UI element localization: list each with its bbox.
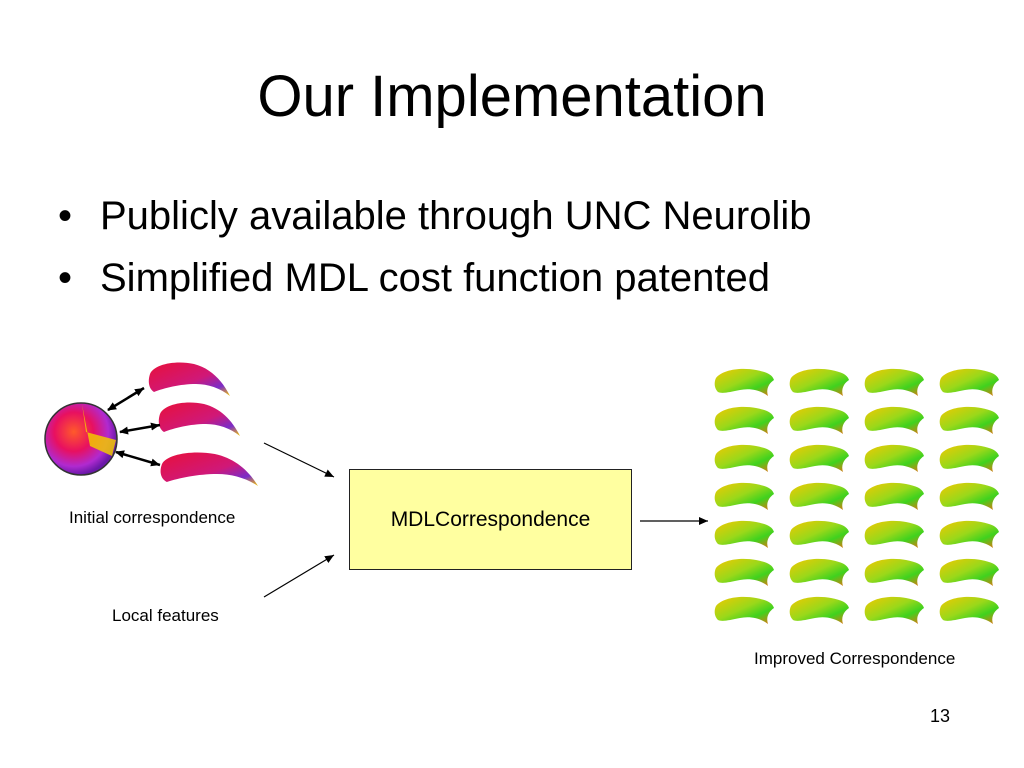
bullet-item: • Publicly available through UNC Neuroli… [58,188,811,250]
output-shape [714,596,774,624]
initial-shape [160,452,258,486]
bullet-glyph: • [58,194,73,238]
output-shape [939,596,999,624]
output-grid [714,368,999,624]
output-shape [939,520,999,548]
output-shape [939,482,999,510]
page-number: 13 [930,706,951,726]
bullet-glyph: • [58,256,73,300]
output-shape [789,596,849,624]
output-shape [714,406,774,434]
output-shape [864,520,924,548]
output-shape [714,520,774,548]
output-shape [939,406,999,434]
output-shape [864,406,924,434]
output-shape [714,368,774,396]
output-shape [864,368,924,396]
improved-correspondence-label: Improved Correspondence [754,649,956,668]
output-shape [789,520,849,548]
initial-shape [158,402,240,436]
output-shape [864,444,924,472]
sphere-highlight [82,404,116,456]
double-arrow [107,386,145,412]
output-shape [939,368,999,396]
sphere-shape [44,402,118,476]
output-shape [864,482,924,510]
output-shape [939,444,999,472]
output-shape [789,482,849,510]
output-shape [789,558,849,586]
bullet-text: Publicly available through UNC Neurolib [100,194,812,238]
output-shape [939,558,999,586]
process-label: MDLCorrespondence [390,507,591,531]
initial-correspondence-label: Initial correspondence [69,508,236,527]
local-features-label: Local features [112,606,219,625]
output-shape [789,406,849,434]
bullet-list: • Publicly available through UNC Neuroli… [58,188,811,312]
double-arrow [115,450,161,467]
bullet-item: • Simplified MDL cost function patented [58,250,811,312]
output-shape [714,482,774,510]
output-shape [789,444,849,472]
initial-to-process-arrow [263,442,335,478]
slide-title: Our Implementation [257,64,767,129]
output-shape [714,558,774,586]
output-shape [864,596,924,624]
features-to-process-arrow [263,554,335,598]
output-shape [714,444,774,472]
output-shape [864,558,924,586]
bullet-text: Simplified MDL cost function patented [100,256,770,300]
mdl-correspondence-box: MDLCorrespondence [349,469,632,570]
double-arrow [119,422,161,435]
initial-shape [148,362,230,396]
output-shape [789,368,849,396]
